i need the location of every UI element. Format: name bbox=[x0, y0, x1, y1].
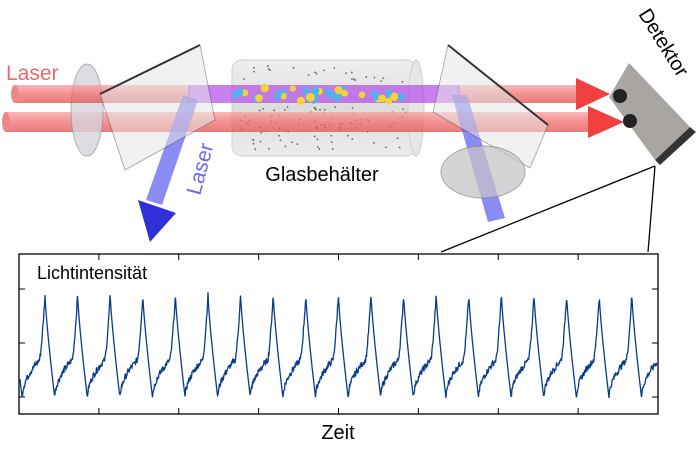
particle bbox=[283, 108, 286, 111]
particle bbox=[319, 108, 321, 111]
particle bbox=[252, 142, 255, 145]
x-axis-label: Zeit bbox=[321, 422, 355, 444]
glass-container bbox=[231, 59, 425, 157]
molecule bbox=[296, 96, 306, 106]
molecule bbox=[385, 89, 393, 97]
intensity-trace bbox=[19, 292, 658, 399]
particle bbox=[333, 67, 336, 69]
particle bbox=[330, 134, 333, 137]
particle bbox=[372, 141, 375, 144]
lens-left bbox=[70, 63, 104, 157]
particle bbox=[396, 137, 399, 140]
particle bbox=[365, 76, 368, 78]
particle bbox=[278, 134, 280, 137]
particle bbox=[385, 146, 387, 149]
particle bbox=[380, 80, 383, 82]
y-axis-label: Lichtintensität bbox=[37, 263, 147, 283]
molecule bbox=[334, 85, 343, 95]
particle bbox=[267, 65, 269, 67]
arrowhead bbox=[138, 200, 176, 242]
molecule bbox=[302, 87, 310, 95]
particle bbox=[254, 148, 257, 151]
particle bbox=[284, 145, 287, 148]
particle bbox=[291, 141, 293, 144]
lens-right bbox=[440, 145, 526, 199]
particle bbox=[252, 139, 255, 141]
particle bbox=[323, 108, 326, 111]
molecule bbox=[235, 88, 244, 97]
particle bbox=[350, 71, 353, 74]
particle bbox=[351, 78, 353, 80]
particle bbox=[398, 146, 401, 149]
molecule bbox=[311, 86, 320, 94]
molecule bbox=[378, 94, 386, 103]
intensity-chart: Lichtintensität Zeit bbox=[18, 253, 659, 444]
arrowhead bbox=[576, 78, 610, 110]
particle bbox=[331, 148, 334, 151]
label-laser-blue: Laser bbox=[183, 141, 219, 198]
particle bbox=[315, 72, 318, 75]
particle bbox=[268, 147, 270, 150]
particle bbox=[253, 66, 255, 69]
particle bbox=[345, 72, 347, 75]
particle bbox=[323, 69, 325, 72]
callout-line bbox=[440, 165, 656, 253]
particle bbox=[401, 80, 404, 83]
molecule bbox=[333, 93, 341, 101]
particle bbox=[292, 66, 295, 69]
particle bbox=[286, 106, 289, 108]
molecule bbox=[384, 97, 393, 105]
particle bbox=[296, 143, 299, 146]
particle bbox=[316, 138, 319, 141]
particle bbox=[269, 69, 271, 72]
particle bbox=[373, 76, 376, 79]
molecule bbox=[390, 92, 399, 101]
particle bbox=[258, 109, 261, 112]
particle bbox=[267, 68, 270, 71]
label-container: Glasbehälter bbox=[265, 164, 379, 186]
particle bbox=[330, 141, 333, 144]
particle bbox=[354, 79, 356, 82]
particle bbox=[347, 134, 349, 137]
molecule bbox=[305, 92, 315, 102]
detector bbox=[609, 63, 696, 165]
particle bbox=[351, 107, 354, 109]
particle bbox=[260, 131, 263, 134]
molecule bbox=[372, 92, 380, 101]
molecule bbox=[358, 91, 366, 99]
particle bbox=[273, 109, 275, 112]
particle bbox=[253, 70, 255, 73]
particle bbox=[317, 146, 319, 149]
particle bbox=[402, 108, 405, 111]
particle bbox=[313, 71, 316, 74]
molecule bbox=[340, 89, 348, 97]
label-laser-red: Laser bbox=[6, 62, 59, 85]
callout-line bbox=[647, 165, 656, 253]
molecule bbox=[273, 91, 282, 100]
particle bbox=[314, 108, 317, 111]
purple-beam bbox=[188, 85, 460, 103]
label-detector: Detektor bbox=[634, 5, 693, 81]
particle bbox=[262, 107, 265, 110]
particle bbox=[313, 106, 316, 109]
particle bbox=[279, 139, 282, 142]
particle bbox=[313, 135, 316, 138]
particle bbox=[351, 138, 354, 140]
arrowhead bbox=[588, 106, 624, 138]
particle bbox=[382, 77, 385, 80]
particle bbox=[259, 140, 262, 143]
particle bbox=[318, 148, 321, 151]
molecule bbox=[397, 93, 405, 101]
particle bbox=[334, 106, 337, 108]
molecule bbox=[280, 92, 287, 100]
molecule bbox=[255, 94, 263, 103]
particle bbox=[307, 74, 310, 77]
molecule bbox=[260, 83, 270, 93]
particle bbox=[243, 78, 246, 80]
molecule bbox=[289, 85, 296, 92]
molecules bbox=[232, 83, 405, 106]
